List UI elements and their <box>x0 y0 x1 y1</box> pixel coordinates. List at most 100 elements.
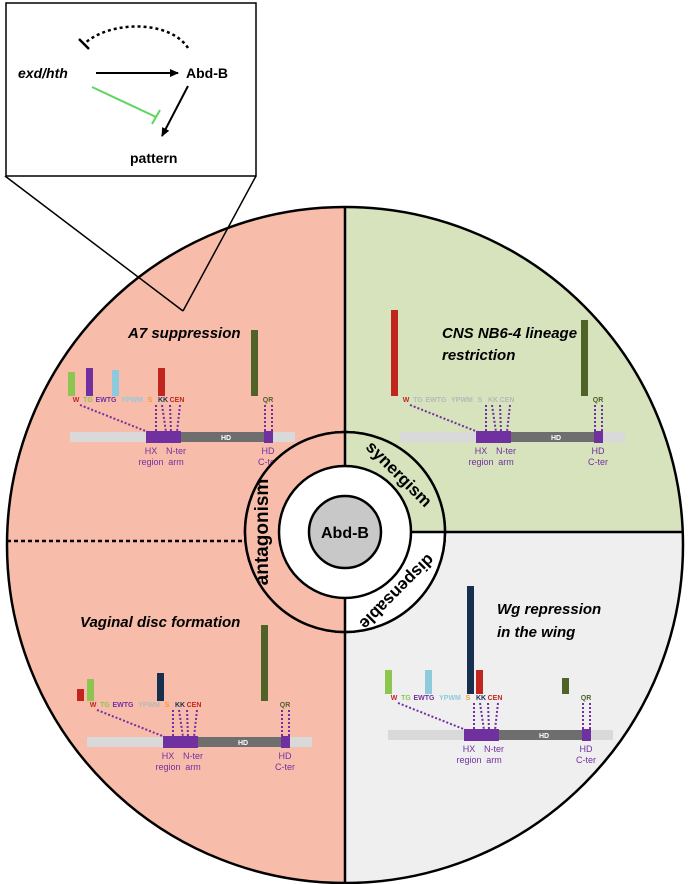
nter-label: N-ter <box>484 744 504 754</box>
connector-kk2 <box>499 404 502 433</box>
motif-label-w: W <box>90 702 97 709</box>
motif-label-ewtg: EWTG <box>414 695 436 702</box>
hx-label: HX <box>475 446 488 456</box>
motif-label-qr: QR <box>593 397 604 404</box>
hd-cter-block <box>264 431 273 443</box>
dotted-feedback-inhibition <box>83 25 190 49</box>
bar-ypwm <box>425 670 432 694</box>
inset-exd-hth: exd/hth <box>18 65 68 81</box>
arm-label: arm <box>498 457 514 467</box>
motif-label-ypwm: YPWM <box>451 397 473 404</box>
hd-domain <box>181 432 273 442</box>
nter-label: N-ter <box>183 751 203 761</box>
region-label: region <box>468 457 493 467</box>
title-wg-line1: Wg repression <box>497 601 601 618</box>
connector-w <box>79 404 149 433</box>
motif-label-kk: KK <box>158 397 168 404</box>
title-cns-line2: restriction <box>442 347 515 364</box>
arm-label: arm <box>185 762 201 772</box>
hd-label: HD <box>221 435 231 442</box>
callout-line-right <box>182 175 257 312</box>
label-antagonism: antagonism <box>252 479 273 586</box>
motif-label-s: S <box>165 702 170 709</box>
motif-label-w: W <box>73 397 80 404</box>
motif-label-cen: CEN <box>488 695 503 702</box>
outer-circle-border <box>5 205 685 884</box>
bar-kk <box>157 673 164 701</box>
center-label: Abd-B <box>321 525 369 542</box>
motif-label-qr: QR <box>263 397 274 404</box>
motif-label-ypwm: YPWM <box>138 702 160 709</box>
connector-kk2 <box>186 709 189 738</box>
bar-qr <box>261 625 268 701</box>
connector-kk2 <box>169 404 172 433</box>
motif-label-kk: KK <box>175 702 185 709</box>
motif-label-tg: TG <box>413 397 423 404</box>
connector-w <box>397 702 467 731</box>
motif-label-s: S <box>466 695 471 702</box>
arm-label: arm <box>486 755 502 765</box>
motif-label-w: W <box>403 397 410 404</box>
hd-label: HD <box>551 435 561 442</box>
hd-cter-label1: HD <box>592 446 605 456</box>
hx-nter-block <box>146 431 181 443</box>
bar-tg <box>68 372 75 396</box>
hd-domain <box>198 737 290 747</box>
motif-label-qr: QR <box>581 695 592 702</box>
connector-cen <box>494 702 499 731</box>
motif-label-tg: TG <box>83 397 93 404</box>
hx-label: HX <box>145 446 158 456</box>
connector-w <box>409 404 479 433</box>
motif-label-cen: CEN <box>500 397 515 404</box>
hx-nter-block <box>464 729 499 741</box>
motif-label-kk: KK <box>488 397 498 404</box>
connector-w <box>96 709 166 738</box>
connector-kk <box>161 404 167 433</box>
connector-cen <box>506 404 511 433</box>
green-inhibition-line <box>91 86 157 118</box>
inset-pattern: pattern <box>130 150 177 166</box>
connector-kk <box>491 404 497 433</box>
hx-nter-block <box>163 736 198 748</box>
motif-label-ewtg: EWTG <box>96 397 118 404</box>
hd-domain <box>499 730 591 740</box>
motif-label-ypwm: YPWM <box>439 695 461 702</box>
bar-qr <box>251 330 258 396</box>
bar-ypwm <box>112 370 119 396</box>
hd-cter-block <box>582 729 591 741</box>
bar-cen <box>158 368 165 396</box>
title-vaginal-disc: Vaginal disc formation <box>80 614 240 631</box>
motif-label-ewtg: EWTG <box>113 702 135 709</box>
connector-kk <box>479 702 485 731</box>
inset-abd-b: Abd-B <box>186 65 228 81</box>
title-wg-line2: in the wing <box>497 624 575 641</box>
motif-label-tg: TG <box>401 695 411 702</box>
connector-cen <box>176 404 181 433</box>
bar-tg <box>385 670 392 694</box>
region-label: region <box>155 762 180 772</box>
hd-label: HD <box>539 733 549 740</box>
hd-cter-label2: C-ter <box>588 457 608 467</box>
hd-cter-block <box>594 431 603 443</box>
connector-kk2 <box>487 702 490 731</box>
hd-cter-label2: C-ter <box>258 457 278 467</box>
connector-kk <box>178 709 184 738</box>
bar-ewtg <box>86 368 93 396</box>
green-inhibition-bar <box>151 109 161 125</box>
motif-label-qr: QR <box>280 702 291 709</box>
nter-label: N-ter <box>496 446 516 456</box>
region-label: region <box>456 755 481 765</box>
motif-label-ewtg: EWTG <box>426 397 448 404</box>
hd-cter-block <box>281 736 290 748</box>
hd-label: HD <box>238 740 248 747</box>
hx-nter-block <box>476 431 511 443</box>
motif-label-cen: CEN <box>170 397 185 404</box>
title-a7-suppression: A7 suppression <box>127 325 241 342</box>
callout-line-left <box>4 175 184 312</box>
abd-b-to-pattern-arrow <box>161 85 189 137</box>
